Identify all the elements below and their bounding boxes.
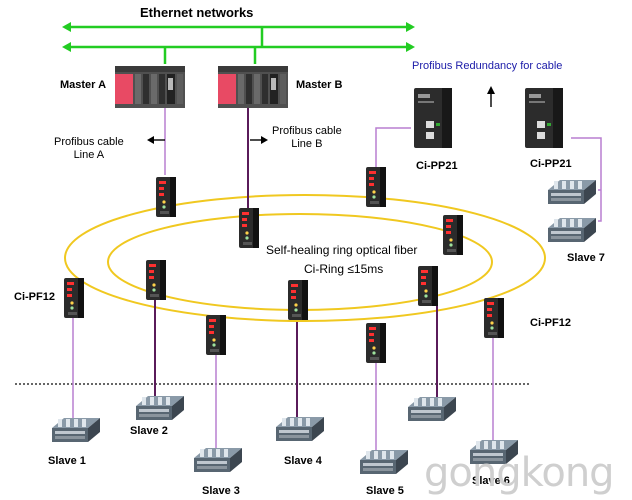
slave-4-module — [276, 417, 324, 441]
converter-slave-5 — [366, 323, 386, 363]
converter-slave-2 — [146, 260, 166, 300]
cable-a-label: Profibus cable Line A — [54, 136, 124, 161]
ethernet-bus — [62, 22, 415, 64]
ci-pp21-left-label: Ci-PP21 — [416, 160, 458, 172]
watermark: gongkong — [424, 450, 615, 496]
converter-ring-right — [443, 215, 463, 255]
slave-2-module — [136, 396, 184, 420]
slave-1-module — [52, 418, 100, 442]
converter-line-a — [156, 177, 176, 217]
ci-pp21-left-device — [414, 88, 452, 148]
ci-pf12-right-label: Ci-PF12 — [530, 317, 571, 329]
ethernet-networks-title: Ethernet networks — [140, 5, 254, 20]
slave-4-label: Slave 4 — [284, 455, 322, 467]
slave-3-label: Slave 3 — [202, 485, 240, 497]
slave-1-label: Slave 1 — [48, 455, 86, 467]
slave-6-module-upper — [408, 397, 456, 421]
converter-slave-4 — [288, 280, 308, 320]
converter-pp21 — [366, 167, 386, 207]
converter-line-b — [239, 208, 259, 248]
slave-7-label: Slave 7 — [567, 252, 605, 264]
profibus-cables — [72, 108, 602, 455]
redundancy-label: Profibus Redundancy for cable — [412, 60, 563, 72]
ci-pf12-left-label: Ci-PF12 — [14, 291, 55, 303]
ring-label-line2: Ci-Ring ≤15ms — [304, 262, 384, 276]
master-a-label: Master A — [60, 79, 107, 91]
slave-7-module-upper — [548, 180, 596, 204]
slave-7-module — [548, 218, 596, 242]
converter-slave-3 — [206, 315, 226, 355]
ci-pp21-right-label: Ci-PP21 — [530, 158, 572, 170]
slave-5-label: Slave 5 — [366, 485, 404, 497]
slave-5-module — [360, 450, 408, 474]
master-a-plc — [115, 66, 185, 108]
converter-ci-pf12-right — [484, 298, 504, 338]
slave-2-label: Slave 2 — [130, 425, 168, 437]
profibus-cables-dark — [154, 108, 438, 420]
master-b-plc — [218, 66, 288, 108]
slave-3-module — [194, 448, 242, 472]
slave-6-label: Slave 6 — [472, 475, 510, 487]
cable-b-label: Profibus cable Line B — [272, 125, 342, 150]
converter-slave-6-upper — [418, 266, 438, 306]
ring-label-line1: Self-healing ring optical fiber — [266, 243, 418, 257]
master-b-label: Master B — [296, 79, 343, 91]
annotation-arrows — [147, 86, 495, 144]
ci-pp21-right-device — [525, 88, 563, 148]
converter-ci-pf12-left — [64, 278, 84, 318]
